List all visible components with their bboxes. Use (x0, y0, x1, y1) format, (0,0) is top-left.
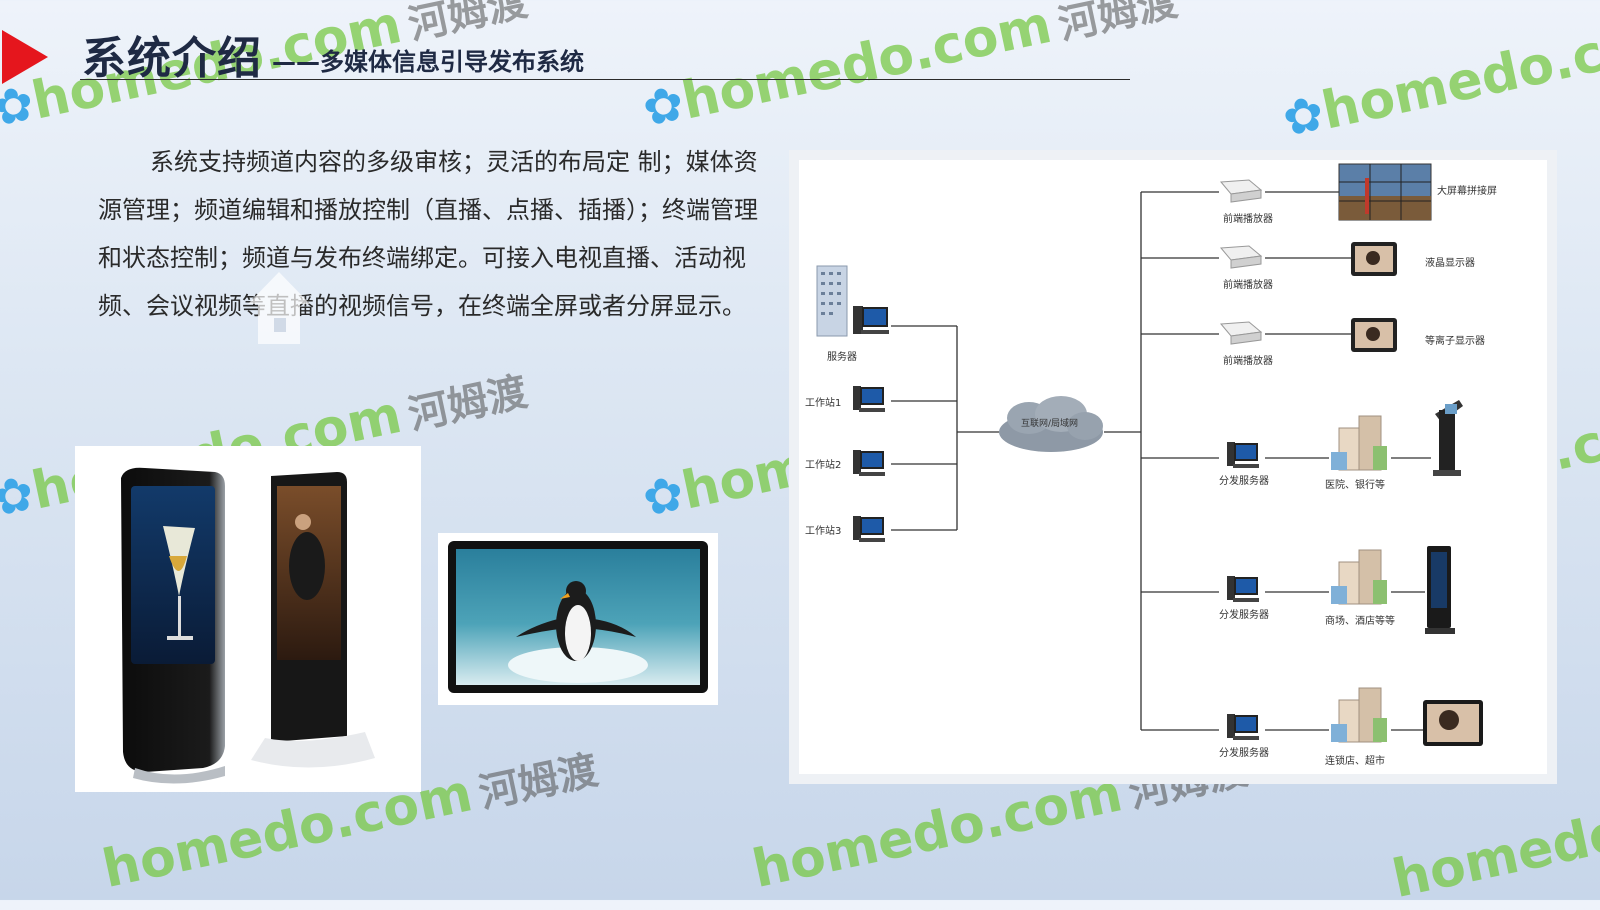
venue-label: 医院、银行等 (1325, 480, 1385, 491)
workstation-label: 工作站3 (805, 526, 842, 537)
house-icon (248, 272, 310, 344)
monitor-display-photo (438, 533, 718, 705)
distribution-server-icon (1227, 576, 1259, 602)
plasma-display-icon (1351, 318, 1397, 352)
kiosk-display-photo (75, 446, 421, 792)
server-icon (816, 265, 889, 337)
video-wall-icon (1338, 163, 1432, 221)
venue-label: 商场、酒店等等 (1325, 616, 1395, 627)
lcd-display-icon (1351, 242, 1397, 276)
workstation-label: 工作站1 (805, 398, 842, 409)
distribution-server-icon (1227, 714, 1259, 740)
front-player-label: 前端播放器 (1223, 214, 1273, 225)
network-label: 互联网/局域网 (1021, 419, 1079, 429)
network-cloud-icon (999, 396, 1103, 452)
venue-label: 连锁店、超市 (1325, 756, 1385, 767)
front-player-icon (1219, 179, 1263, 203)
title-arrow-icon (2, 30, 48, 84)
front-player-icon (1219, 245, 1263, 269)
watermark: ✿homedo.com河姆渡 (637, 0, 1182, 139)
front-player-label: 前端播放器 (1223, 280, 1273, 291)
workstation-icon (853, 516, 885, 542)
server-label: 服务器 (827, 352, 857, 363)
distribution-server-label: 分发服务器 (1219, 476, 1269, 487)
chain-store-building-icon (1331, 687, 1387, 743)
flower-logo-icon: ✿ (0, 74, 39, 139)
workstation-icon (853, 450, 885, 476)
front-player-label: 前端播放器 (1223, 356, 1273, 367)
page-title: 系统介绍 (82, 33, 262, 84)
display-label: 液晶显示器 (1425, 258, 1475, 269)
flower-logo-icon: ✿ (637, 464, 689, 529)
title-underline (80, 79, 1130, 80)
distribution-server-label: 分发服务器 (1219, 748, 1269, 759)
wall-display-icon (1423, 700, 1483, 746)
hospital-bank-building-icon (1331, 415, 1387, 471)
front-player-icon (1219, 321, 1263, 345)
intro-paragraph: 系统支持频道内容的多级审核；灵活的布局定 制；媒体资源管理；频道编辑和播放控制（… (98, 148, 758, 320)
watermark: ✿homedo.com (1277, 4, 1600, 149)
watermark: homedo.com (1387, 773, 1600, 910)
flower-logo-icon: ✿ (1277, 84, 1329, 149)
system-topology-diagram: 服务器 工作站1 工作站2 工作站3 互联网/局域网 前端播放器 前端播放器 前… (789, 150, 1557, 784)
page-subtitle: ——多媒体信息引导发布系统 (272, 48, 584, 76)
flower-logo-icon: ✿ (0, 464, 39, 529)
workstation-icon (853, 386, 885, 412)
display-label: 大屏幕拼接屏 (1437, 186, 1497, 197)
display-label: 等离子显示器 (1425, 336, 1485, 347)
kiosk-terminal-icon (1433, 400, 1463, 476)
workstation-label: 工作站2 (805, 460, 842, 471)
flower-logo-icon: ✿ (637, 74, 689, 139)
distribution-server-icon (1227, 442, 1259, 468)
standing-display-icon (1425, 546, 1455, 634)
distribution-server-label: 分发服务器 (1219, 610, 1269, 621)
mall-hotel-building-icon (1331, 549, 1387, 605)
